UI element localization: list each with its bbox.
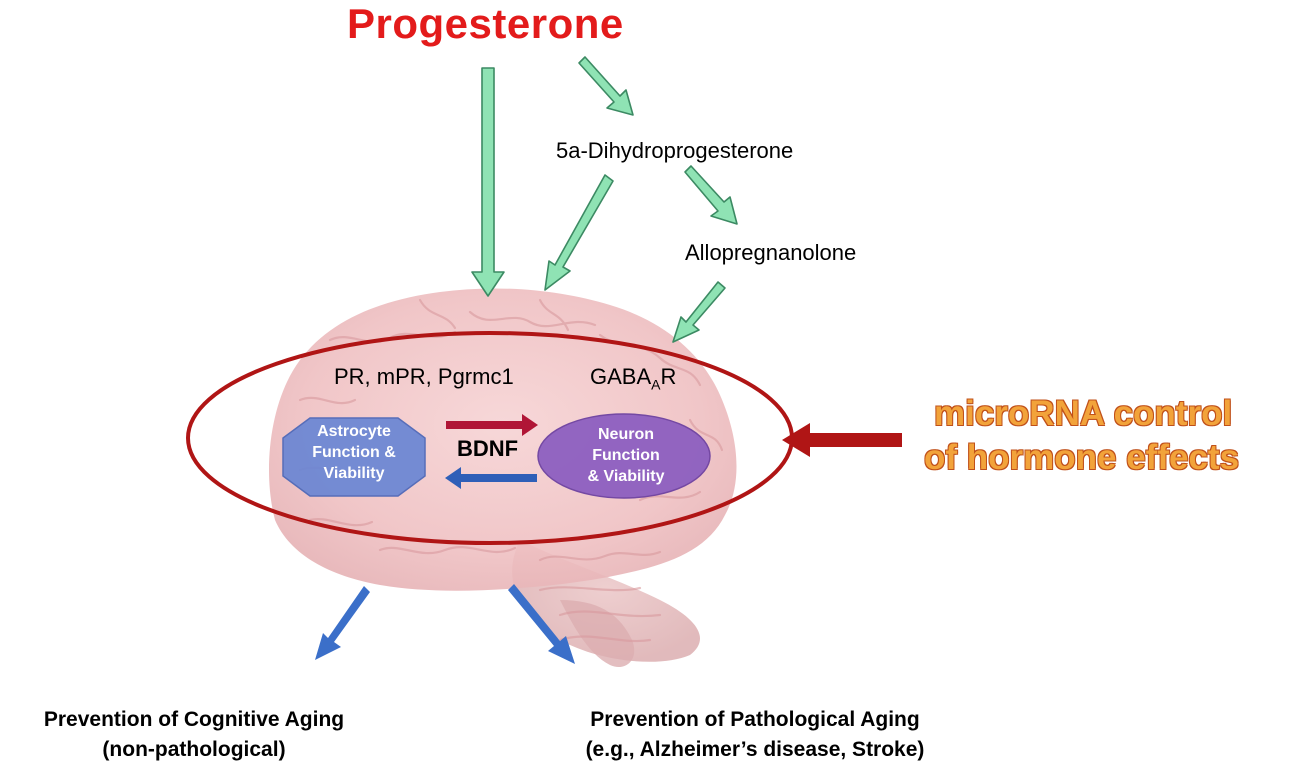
- arrow-dihydro-to-brain: [544, 174, 614, 291]
- outcome-pathological-aging: Prevention of Pathological Aging (e.g., …: [545, 705, 965, 765]
- neuron-line-2: Function: [592, 447, 660, 464]
- outcome-cognitive-line-1: Prevention of Cognitive Aging: [43, 708, 345, 731]
- astrocyte-line-3: Viability: [323, 465, 385, 482]
- arrow-neuron-to-astrocyte: [445, 467, 537, 489]
- label-gabaar: GABAAR: [590, 364, 676, 392]
- label-allopregnanolone: Allopregnanolone: [685, 240, 857, 265]
- outcome-pathological-line-2: (e.g., Alzheimer’s disease, Stroke): [585, 738, 925, 761]
- label-bdnf: BDNF: [457, 436, 519, 461]
- bdnf-arrows: [445, 414, 538, 489]
- astrocyte-shape: [282, 417, 426, 497]
- arrow-dihydro-to-allo: [684, 165, 738, 225]
- neuron-line-3: & Viability: [587, 468, 665, 485]
- astrocyte-label: Astrocyte Function & Viability: [294, 421, 414, 484]
- neuron-line-1: Neuron: [598, 426, 654, 443]
- microrna-line-1: microRNA control: [934, 394, 1233, 433]
- astrocyte-line-1: Astrocyte: [317, 423, 391, 440]
- arrow-astrocyte-to-neuron: [446, 414, 538, 436]
- neuron-label: Neuron Function & Viability: [566, 424, 686, 487]
- label-receptors-left: PR, mPR, Pgrmc1: [334, 364, 514, 389]
- title-progesterone: Progesterone: [347, 0, 624, 47]
- arrow-progesterone-to-brain: [471, 67, 505, 297]
- astrocyte-line-2: Function &: [312, 444, 396, 461]
- arrow-to-pathological-aging: [508, 584, 575, 664]
- progesterone-arrows: [471, 56, 738, 343]
- outcome-pathological-line-1: Prevention of Pathological Aging: [590, 708, 920, 731]
- gabaar-main: GABA: [590, 364, 652, 389]
- arrow-to-cognitive-aging: [315, 586, 370, 660]
- outcome-cognitive-line-2: (non-pathological): [102, 738, 286, 761]
- outcome-arrows: [315, 584, 575, 664]
- microrna-line-2: of hormone effects: [924, 438, 1240, 477]
- brain-image: [268, 288, 737, 668]
- neuron-shape: [537, 413, 711, 499]
- arrow-microrna-to-ellipse: [782, 423, 902, 457]
- arrow-allo-to-brain: [672, 281, 726, 343]
- cerebrum: [268, 288, 737, 591]
- microrna-label: microRNA control of hormone effects: [924, 392, 1239, 480]
- label-dihydroprogesterone: 5a-Dihydroprogesterone: [556, 138, 794, 163]
- gabaar-subscript: A: [651, 376, 661, 393]
- outcome-cognitive-aging: Prevention of Cognitive Aging (non-patho…: [14, 705, 374, 765]
- arrow-progesterone-to-dihydro: [578, 56, 634, 116]
- brain-stem: [560, 600, 635, 668]
- gabaar-tail: R: [660, 364, 677, 389]
